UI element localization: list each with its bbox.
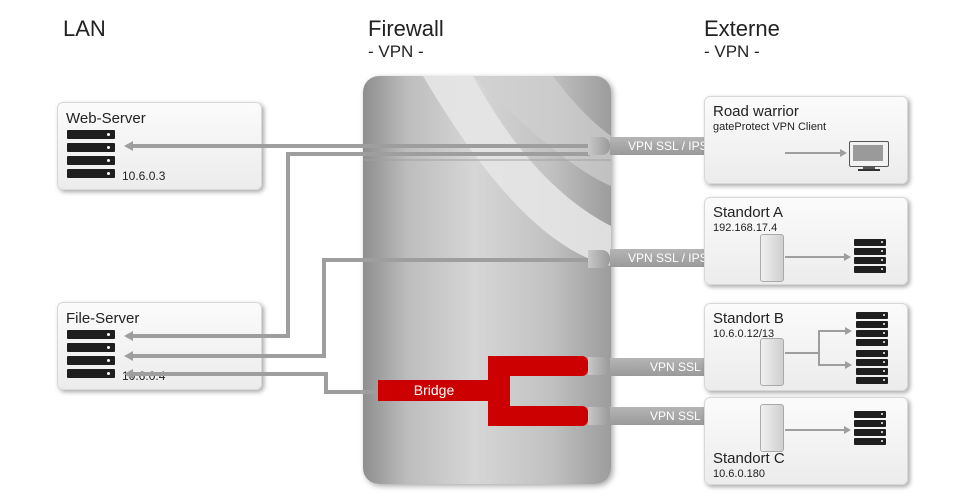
site-a-ip: 192.168.17.4 (713, 222, 778, 234)
vpn-gateway-icon (760, 234, 784, 282)
site-c-ip: 10.6.0.180 (713, 468, 765, 480)
external-subheader: - VPN - (704, 42, 760, 61)
site-c-title: Standort C (713, 450, 785, 467)
tunnel-label: VPN SSL (650, 360, 701, 374)
firewall-subheader: - VPN - (368, 42, 424, 61)
vpn-gateway-icon (760, 338, 784, 386)
bridge-label: Bridge (413, 382, 455, 398)
web-server-title: Web-Server (66, 110, 146, 127)
road-warrior-subtitle: gateProtect VPN Client (713, 121, 827, 133)
firewall-header: Firewall (368, 16, 444, 41)
tunnel-port (588, 250, 610, 268)
site-b-box: Standort B 10.6.0.12/13 (704, 303, 908, 391)
site-a-box: Standort A 192.168.17.4 (704, 197, 908, 285)
file-server-title: File-Server (66, 310, 140, 327)
site-c-box: Standort C 10.6.0.180 (704, 397, 908, 485)
road-warrior-title: Road warrior (713, 103, 799, 120)
tunnel-port (588, 357, 610, 375)
external-header: Externe (704, 16, 780, 41)
road-warrior-box: Road warrior gateProtect VPN Client (704, 96, 908, 184)
web-server-ip: 10.6.0.3 (122, 169, 166, 183)
lan-header: LAN (63, 16, 106, 41)
site-b-title: Standort B (713, 310, 784, 327)
tunnel-port (588, 407, 610, 425)
file-server-box: File-Server 10.6.0.4 (57, 302, 262, 390)
vpn-gateway-icon (760, 404, 784, 452)
site-a-title: Standort A (713, 204, 784, 221)
tunnel-label: VPN SSL / IPSec (628, 139, 721, 153)
tunnel-port (588, 137, 610, 155)
tunnel-label: VPN SSL (650, 409, 701, 423)
monitor-icon (849, 141, 889, 173)
tunnel-label: VPN SSL / IPSec (628, 251, 721, 265)
site-b-ip: 10.6.0.12/13 (713, 328, 775, 340)
